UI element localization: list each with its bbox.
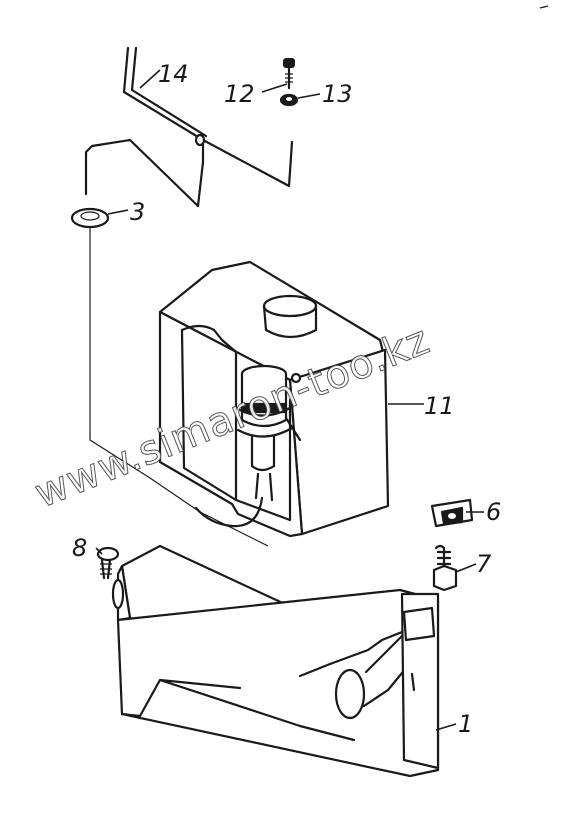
callout-8: 8 (72, 534, 87, 562)
callout-13: 13 (322, 80, 353, 108)
callout-3: 3 (130, 198, 145, 226)
leader-8 (95, 547, 103, 555)
callout-12: 12 (224, 80, 255, 108)
leader-12 (261, 83, 288, 93)
callout-6: 6 (486, 498, 501, 526)
screw-part-8 (96, 546, 120, 580)
callout-14: 14 (158, 60, 189, 88)
leader-3 (107, 209, 129, 215)
callout-1: 1 (458, 710, 473, 738)
bracket-part-1 (111, 544, 440, 778)
leader-13 (297, 93, 321, 99)
leader-7 (455, 563, 477, 573)
bolt-part-12 (283, 58, 295, 90)
clip-nut-part-6 (430, 498, 474, 528)
leader-14 (139, 69, 161, 89)
callout-7: 7 (476, 550, 492, 578)
tube-part-14 (84, 46, 294, 208)
washer-part-13 (279, 93, 299, 107)
callout-11: 11 (424, 392, 455, 420)
bolt-part-7 (432, 544, 458, 592)
leader-1 (435, 723, 457, 731)
grommet-part-3 (70, 207, 110, 229)
corner-mark (539, 5, 549, 9)
reservoir-part-11 (158, 260, 390, 538)
